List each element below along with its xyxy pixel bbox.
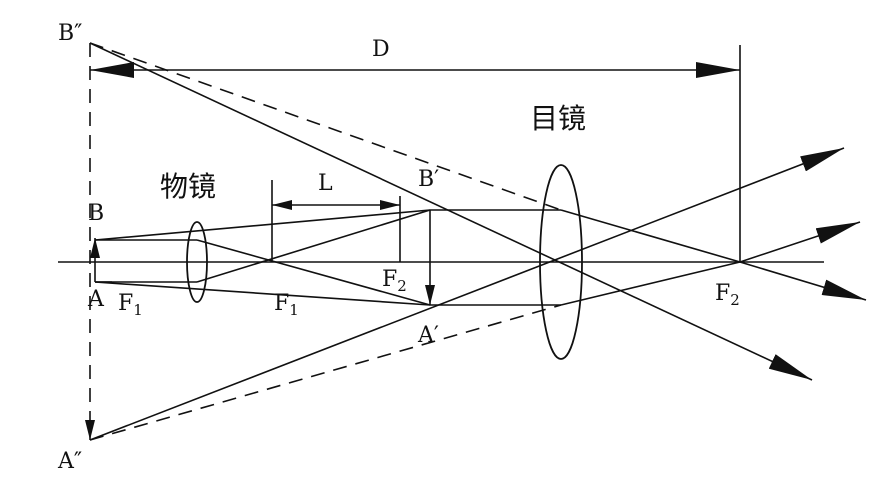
label-objective: 物镜 xyxy=(160,170,216,203)
label-eyepiece: 目镜 xyxy=(530,102,586,135)
label-a: A xyxy=(87,287,105,312)
ray-f2-exit-upper xyxy=(739,221,861,263)
label-f2-mid: F2 xyxy=(382,267,407,295)
ray-objective-5 xyxy=(196,209,431,283)
virtual-ray-bottom xyxy=(89,304,562,441)
eyepiece-lens xyxy=(539,164,583,360)
label-f1-left: F1 xyxy=(118,291,143,319)
ray-to-f2-lower xyxy=(560,261,741,306)
label-distance-d: D xyxy=(372,37,390,62)
label-distance-l: L xyxy=(318,171,333,196)
virtual-ray-top xyxy=(89,42,562,211)
label-a-double-prime: A″ xyxy=(57,449,82,474)
label-b-prime: B′ xyxy=(418,167,439,192)
ray-objective-6 xyxy=(94,281,431,306)
label-b: B xyxy=(88,201,104,226)
ray-objective-3 xyxy=(94,209,431,241)
ray-f2-exit-lower xyxy=(739,261,867,301)
label-b-double-prime: B″ xyxy=(58,21,82,46)
label-f2-right: F2 xyxy=(715,281,740,309)
ray-objective-2 xyxy=(196,239,431,306)
label-a-prime: A′ xyxy=(417,323,439,348)
ray-chief-b xyxy=(89,42,813,381)
objective-lens xyxy=(186,221,208,303)
label-f1-mid: F1 xyxy=(274,291,299,319)
ray-to-f2-upper xyxy=(560,209,741,263)
ray-chief-a xyxy=(89,147,845,441)
